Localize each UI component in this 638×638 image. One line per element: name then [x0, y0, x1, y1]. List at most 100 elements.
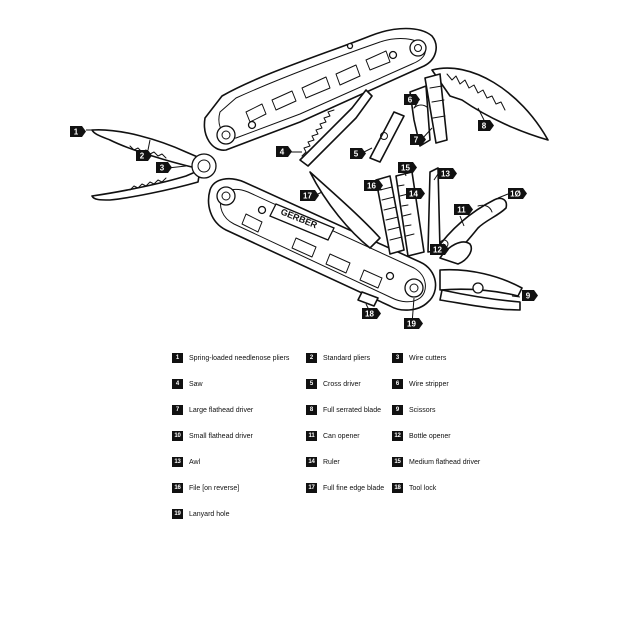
legend-number: 2 — [306, 353, 317, 363]
callout-tag-19: 19 — [404, 318, 423, 329]
legend-label: Spring-loaded needlenose pliers — [189, 354, 290, 362]
callout-number: 16 — [367, 182, 376, 191]
legend-number: 11 — [306, 431, 317, 441]
legend-label: Saw — [189, 380, 203, 388]
callout-tag-1: 1 — [70, 126, 86, 137]
callout-number: 18 — [365, 310, 374, 319]
legend-label: Scissors — [409, 406, 436, 414]
legend-item: 11 Can opener — [306, 430, 360, 442]
legend-number: 18 — [392, 483, 403, 493]
legend-label: Ruler — [323, 458, 340, 466]
legend-number: 9 — [392, 405, 403, 415]
legend-item: 18 Tool lock — [392, 482, 436, 494]
lower-handle-illustration: GERBER — [207, 177, 437, 311]
callout-tag-8: 8 — [478, 120, 494, 131]
callout-tag-7: 7 — [410, 134, 426, 145]
tool-lock-illustration — [357, 291, 379, 307]
legend-label: Tool lock — [409, 484, 437, 492]
legend-label: Cross driver — [323, 380, 361, 388]
callout-number: 15 — [401, 164, 410, 173]
upper-handle-illustration — [203, 27, 437, 151]
legend-label: Small flathead driver — [189, 432, 253, 440]
callout-tag-17: 17 — [300, 190, 319, 201]
legend-label: Medium flathead driver — [409, 458, 481, 466]
callout-number: 5 — [354, 150, 359, 159]
legend-number: 15 — [392, 457, 403, 467]
legend-item: 10 Small flathead driver — [172, 430, 253, 442]
bottle-opener-illustration — [439, 241, 473, 265]
callout-number: 1Ø — [510, 190, 521, 199]
legend-label: Can opener — [323, 432, 360, 440]
callout-tag-14: 14 — [406, 188, 425, 199]
callout-tag-6: 6 — [404, 94, 420, 105]
legend-item: 9 Scissors — [392, 404, 435, 416]
legend-number: 4 — [172, 379, 183, 389]
legend-item: 19 Lanyard hole — [172, 508, 229, 520]
callout-number: 11 — [457, 206, 466, 215]
saw-illustration — [299, 89, 373, 167]
callout-number: 6 — [408, 96, 413, 105]
legend-item: 15 Medium flathead driver — [392, 456, 480, 468]
cross-driver-illustration — [369, 111, 405, 163]
legend-item: 1 Spring-loaded needlenose pliers — [172, 352, 289, 364]
needlenose-pliers-illustration — [91, 129, 217, 201]
callout-number: 9 — [526, 292, 531, 301]
file-illustration — [375, 175, 405, 255]
callout-tag-16: 16 — [364, 180, 383, 191]
legend-label: Lanyard hole — [189, 510, 230, 518]
legend-number: 7 — [172, 405, 183, 415]
callout-number: 4 — [280, 148, 285, 157]
callout-number: 7 — [414, 136, 419, 145]
serrated-blade-illustration — [431, 67, 549, 141]
legend-label: Bottle opener — [409, 432, 451, 440]
callout-number: 8 — [482, 122, 487, 131]
callout-tag-3: 3 — [156, 162, 172, 173]
legend-item: 6 Wire stripper — [392, 378, 449, 390]
legend-number: 16 — [172, 483, 183, 493]
legend-number: 3 — [392, 353, 403, 363]
legend-number: 19 — [172, 509, 183, 519]
fine-edge-blade-illustration — [309, 171, 381, 249]
legend-number: 13 — [172, 457, 183, 467]
legend-label: Wire cutters — [409, 354, 447, 362]
ruler-illustration — [395, 171, 425, 257]
multitool-diagram: GERBER — [70, 27, 549, 329]
callout-number: 3 — [160, 164, 165, 173]
callout-tag-15: 15 — [398, 162, 417, 173]
legend-number: 1 — [172, 353, 183, 363]
legend-number: 10 — [172, 431, 183, 441]
legend-item: 3 Wire cutters — [392, 352, 446, 364]
legend-number: 6 — [392, 379, 403, 389]
callout-tag-10: 1Ø — [508, 188, 527, 199]
callout-tag-9: 9 — [522, 290, 538, 301]
awl-illustration — [427, 167, 441, 253]
legend-label: Full fine edge blade — [323, 484, 385, 492]
callout-tag-2: 2 — [136, 150, 152, 161]
legend-label: Standard pliers — [323, 354, 371, 362]
scissors-illustration — [439, 268, 523, 311]
legend-label: Awl — [189, 458, 201, 466]
callout-number: 1 — [74, 128, 79, 137]
legend-item: 4 Saw — [172, 378, 203, 390]
large-flathead-driver-illustration — [424, 73, 448, 144]
legend-number: 12 — [392, 431, 403, 441]
callout-tag-5: 5 — [350, 148, 366, 159]
callout-tag-12: 12 — [430, 244, 449, 255]
callout-tag-18: 18 — [362, 308, 381, 319]
legend-label: Wire stripper — [409, 380, 449, 388]
callout-tag-13: 13 — [438, 168, 457, 179]
legend-item: 12 Bottle opener — [392, 430, 451, 442]
callout-tag-4: 4 — [276, 146, 292, 157]
callout-number: 13 — [441, 170, 450, 179]
callout-number: 12 — [433, 246, 442, 255]
legend-label: Full serrated blade — [323, 406, 381, 414]
callout-number: 2 — [140, 152, 145, 161]
legend-item: 2 Standard pliers — [306, 352, 370, 364]
